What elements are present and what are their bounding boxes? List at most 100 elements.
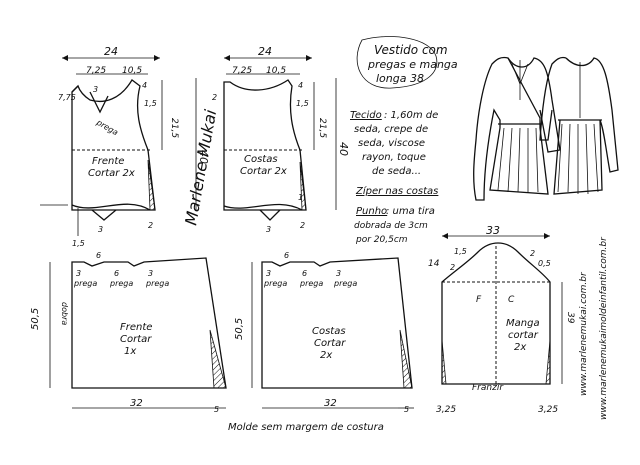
back-skirt-width: 32 <box>324 398 337 409</box>
front-skirt-spacing1: 6 <box>96 251 101 260</box>
back-bodice-side-height: 21,5 <box>317 118 327 138</box>
front-bodice-hem-mark2: 2 <box>148 221 153 230</box>
back-skirt-pleat1-depth: 3 <box>266 269 271 278</box>
front-bodice-side-height: 21,5 <box>169 118 179 138</box>
front-bodice-name: Frente <box>92 156 124 167</box>
back-bodice-name: Costas <box>244 154 278 165</box>
sleeve-center-mark: C <box>508 295 515 305</box>
cuff-line3: por 20,5cm <box>355 235 408 245</box>
front-skirt-width: 32 <box>130 398 143 409</box>
back-skirt-spacing2: 6 <box>302 269 307 278</box>
back-bodice-bottom-left: 1 <box>298 193 303 202</box>
front-bodice-dart <box>89 91 109 114</box>
back-skirt-cut2: 2x <box>320 350 332 361</box>
side-url-1: www.marlenemukai.com.br <box>579 271 589 396</box>
front-bodice-dart-label: prega <box>94 117 120 137</box>
front-bodice-total-height: 40 <box>197 150 210 164</box>
sleeve-length: 39 <box>565 312 575 324</box>
front-bodice-seg2-label: 10,5 <box>122 66 142 76</box>
sleeve-width: 33 <box>486 224 500 237</box>
title-line3: longa 38 <box>376 72 424 85</box>
back-bodice-cut: Cortar 2x <box>240 166 287 177</box>
fabric-line3: seda, viscose <box>358 138 425 149</box>
sleeve-name1: Manga <box>506 318 540 329</box>
sleeve-cap-height: 14 <box>428 259 440 269</box>
sleeve-front-mark: F <box>476 295 482 305</box>
front-skirt-pleat3-label: prega <box>145 279 169 288</box>
front-skirt-piece: 3 prega 6 6 prega 3 prega dobra 50,5 Fre… <box>30 251 227 414</box>
sleeve-name2: cortar <box>508 330 539 341</box>
cuff-line1: : uma tira <box>386 206 435 217</box>
back-bodice-hem-mark1: 3 <box>266 225 271 234</box>
front-skirt-flare: 5 <box>214 405 219 414</box>
front-bodice-dart-top: 3 <box>93 85 98 94</box>
fabric-line4: rayon, toque <box>362 152 426 163</box>
front-bodice-armhole-depth: 1,5 <box>144 99 157 108</box>
front-bodice-width-label: 24 <box>104 45 118 58</box>
fabric-line1: : 1,60m de <box>384 110 438 121</box>
sleeve-name3: 2x <box>514 342 526 353</box>
title-line2: pregas e manga <box>367 58 458 71</box>
front-bodice-neck-drop: 7,75 <box>58 93 76 102</box>
notes-block: Tecido : 1,60m de seda, crepe de seda, v… <box>350 110 438 245</box>
back-skirt-pleat2-label: prega <box>299 279 323 288</box>
back-bodice-shoulder: 4 <box>298 81 303 90</box>
back-bodice-seg2-label: 10,5 <box>266 66 286 76</box>
front-skirt-name: Frente <box>120 322 152 333</box>
front-bodice-seg1-label: 7,25 <box>86 66 106 76</box>
back-bodice-outline <box>223 79 307 211</box>
back-bodice-armhole-depth: 1,5 <box>296 99 309 108</box>
back-bodice-width-label: 24 <box>258 45 272 58</box>
back-bodice-hem-mark2: 2 <box>300 221 305 230</box>
back-skirt-name: Costas <box>312 326 346 337</box>
front-bodice-cut: Cortar 2x <box>88 168 135 179</box>
designer-signature: Marlene Mukai <box>181 108 220 227</box>
sleeve-piece: 33 14 F C 1,5 2 2 0,5 Manga cortar 2x 39… <box>428 224 575 415</box>
back-skirt-outline <box>261 257 413 389</box>
sleeve-gather: Franzir <box>472 383 504 393</box>
back-bodice-neck-drop: 2 <box>212 93 217 102</box>
front-skirt-pleat3-depth: 3 <box>148 269 153 278</box>
back-skirt-height: 50,5 <box>234 318 245 340</box>
sleeve-hem-right: 3,25 <box>538 405 558 415</box>
front-skirt-pleat2-label: prega <box>109 279 133 288</box>
sleeve-cap-right1: 2 <box>530 249 535 258</box>
cuff-line2: dobrada de 3cm <box>354 221 428 231</box>
front-bodice-bottom-left: 1,5 <box>72 239 85 248</box>
front-skirt-cut2: 1x <box>124 346 136 357</box>
front-skirt-outline <box>71 257 227 389</box>
sleeve-outline <box>441 242 551 385</box>
sleeve-cap-left1: 1,5 <box>454 247 467 256</box>
sleeve-cap-left2: 2 <box>450 263 455 272</box>
title-line1: Vestido com <box>374 43 448 57</box>
sleeve-hem-left: 3,25 <box>436 405 456 415</box>
back-skirt-cut1: Cortar <box>314 338 346 349</box>
back-skirt-pleat3-depth: 3 <box>336 269 341 278</box>
back-skirt-pleat3-label: prega <box>333 279 357 288</box>
title-block: Vestido com pregas e manga longa 38 <box>356 36 458 89</box>
sleeve-cap-right2: 0,5 <box>538 259 551 268</box>
side-url-2: www.marlenemukaimoldeinfantil.com.br <box>599 236 609 420</box>
front-skirt-spacing2: 6 <box>114 269 119 278</box>
back-bodice-seg1-label: 7,25 <box>232 66 252 76</box>
front-bodice-shoulder: 4 <box>142 81 147 90</box>
front-skirt-cut1: Cortar <box>120 334 152 345</box>
cuff-label: Punho <box>356 206 387 217</box>
front-skirt-fold: dobra <box>60 302 69 325</box>
back-skirt-piece: 3 prega 6 6 prega 3 prega 50,5 Costas Co… <box>234 251 414 414</box>
front-skirt-pleat1-label: prega <box>73 279 97 288</box>
back-skirt-pleat1-label: prega <box>263 279 287 288</box>
fabric-line2: seda, crepe de <box>354 124 428 135</box>
front-bodice-hem-mark1: 3 <box>98 225 103 234</box>
back-skirt-spacing1: 6 <box>284 251 289 260</box>
back-bodice-piece: 24 7,25 10,5 2 4 1,5 21,5 40 Costas Cort… <box>212 45 350 234</box>
zipper-note: Zíper nas costas <box>355 185 438 197</box>
back-bodice-total-height: 40 <box>337 142 350 156</box>
front-skirt-height: 50,5 <box>30 308 41 330</box>
fabric-label: Tecido <box>350 110 382 121</box>
front-bodice-piece: 24 7,25 10,5 7,75 3 prega 4 1,5 21,5 40 … <box>40 45 210 248</box>
pattern-caption: Molde sem margem de costura <box>228 422 384 433</box>
back-skirt-flare: 5 <box>404 405 409 414</box>
fabric-line5: de seda... <box>372 166 421 177</box>
